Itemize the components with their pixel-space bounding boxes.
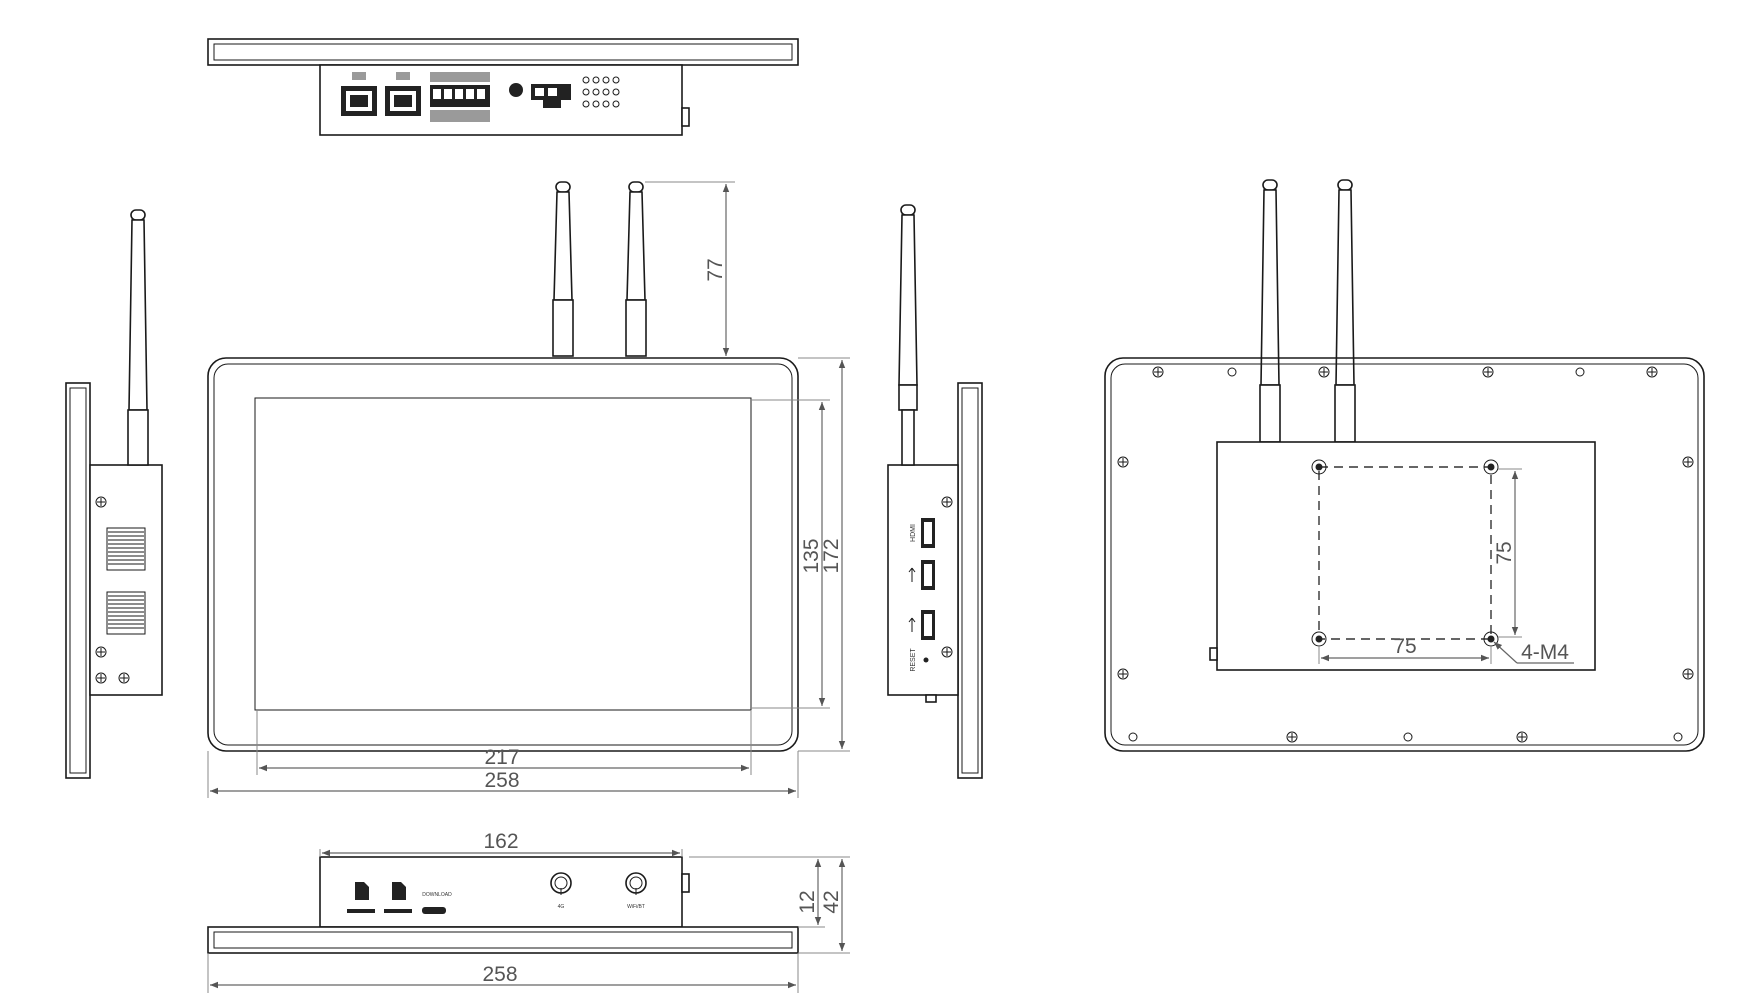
bottom-view: DOWNLOAD 4G WiFi/BT [207,856,799,954]
front-view [207,181,799,752]
dim-screen-height: 135 [800,538,823,573]
download-label: DOWNLOAD [422,892,452,898]
dim-box-width: 162 [483,830,518,853]
micro-usb-port-icon [422,907,446,914]
screen-area [254,397,752,711]
screw-icon [95,496,130,684]
dim-overall-height: 172 [820,538,843,573]
antenna-wifi-label: WiFi/BT [627,904,645,910]
top-view [207,38,799,136]
terminal-block-icon [430,72,490,122]
power-connector-icon [531,84,571,108]
power-jack-icon [509,83,523,97]
sd-card-icon [347,882,412,913]
antenna-icon [127,209,149,466]
vent-grille-icon [106,527,146,635]
screw-spec-label: 4-M4 [1521,641,1569,664]
dim-vesa-vertical: 75 [1493,541,1516,564]
rj45-port-icon [341,72,421,116]
mounting-hole-icon [1311,459,1499,647]
bottom-dimensions: 162 12 42 258 [207,830,850,993]
rear-dimensions: 75 75 4-M4 [1318,468,1574,664]
reset-label: RESET [910,648,917,672]
screw-icon [1117,366,1694,743]
hdmi-label: HDMI [910,524,917,542]
antenna-icon [552,181,647,357]
dim-overall-width: 258 [484,769,519,792]
antenna-connector-icon [550,872,647,895]
vesa-pattern [1318,466,1492,640]
dim-antenna-height: 77 [704,258,727,281]
hdmi-port-icon [921,518,935,548]
rear-view [1104,179,1705,752]
led-indicators-icon [582,76,620,108]
front-dimensions: 77 135 172 217 258 [207,181,850,798]
dim-screen-width: 217 [484,746,519,769]
reset-button-icon [923,657,929,663]
dim-box-depth: 12 [796,890,819,913]
usb-port-icon [921,560,935,640]
dim-overall-depth: 42 [820,890,843,913]
hole-icon [1128,367,1683,742]
right-side-view: HDMI RESET [887,204,983,779]
antenna-icon [898,204,918,466]
usb-symbol-icon [908,567,916,632]
left-side-view [65,209,163,779]
screw-icon [941,496,953,658]
dim-vesa-horizontal: 75 [1393,635,1416,658]
antenna-4g-label: 4G [558,904,565,910]
antenna-icon [1259,179,1356,443]
dim-bottom-width: 258 [482,963,517,986]
